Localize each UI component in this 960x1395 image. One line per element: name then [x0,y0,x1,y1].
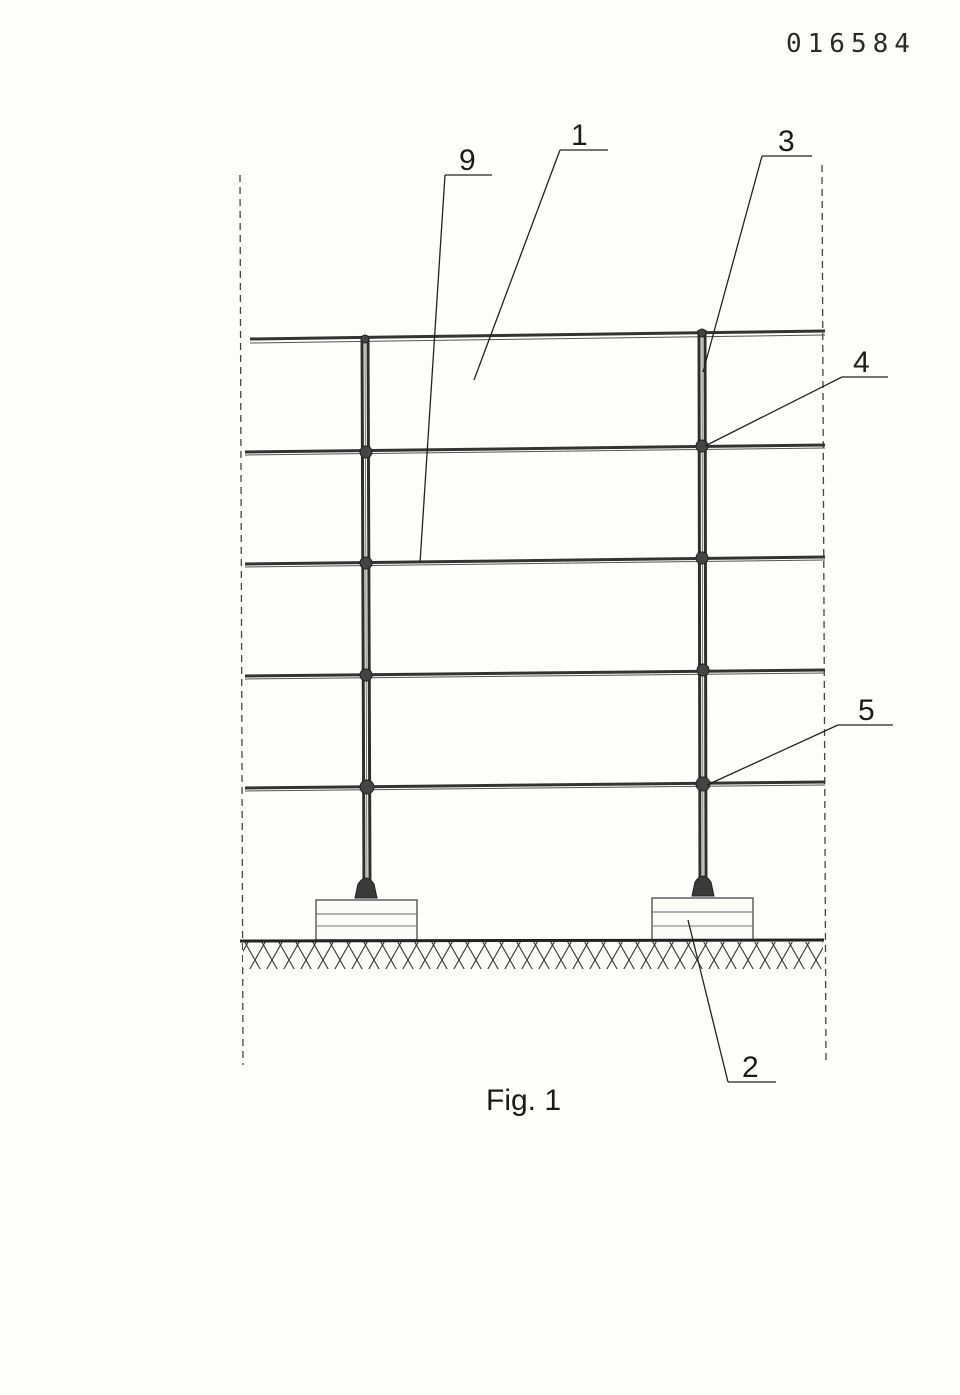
left-base-block [315,899,418,941]
horizontal-rails [244,329,826,792]
right-post-foot [691,875,715,897]
leader-line-5 [706,724,839,786]
coupler [359,779,375,795]
rail-1 [249,329,826,344]
left-boundary-line [239,174,244,1066]
right-boundary-line [821,164,827,1063]
coupler [697,328,707,338]
reference-label-5: 5 [858,694,875,727]
rail-3 [244,555,826,568]
leader-lines [419,149,893,1083]
couplers [359,328,711,795]
reference-label-9: 9 [459,144,476,177]
leader-line-3 [702,155,763,373]
rail-4 [244,668,826,680]
reference-label-2: 2 [742,1051,759,1084]
rail-2 [244,443,826,456]
right-post [697,329,708,889]
leader-line-9 [419,174,446,564]
leader-line-4 [704,376,843,447]
coupler [695,551,709,565]
right-base-block [651,897,754,941]
coupler [696,663,710,677]
reference-label-3: 3 [778,125,795,158]
leader-line-1 [473,149,561,381]
left-post [360,335,372,891]
coupler [360,334,370,344]
left-post-foot [354,877,378,899]
figure-caption: Fig. 1 [486,1084,561,1117]
reference-label-1: 1 [571,119,588,152]
ground-section [239,938,825,969]
leader-line-2 [687,919,729,1083]
rail-5 [244,780,826,792]
coupler [695,439,709,453]
coupler [359,668,373,682]
reference-label-4: 4 [853,346,870,379]
coupler [359,445,373,459]
coupler [359,556,373,570]
document-number: 016584 [786,29,916,59]
